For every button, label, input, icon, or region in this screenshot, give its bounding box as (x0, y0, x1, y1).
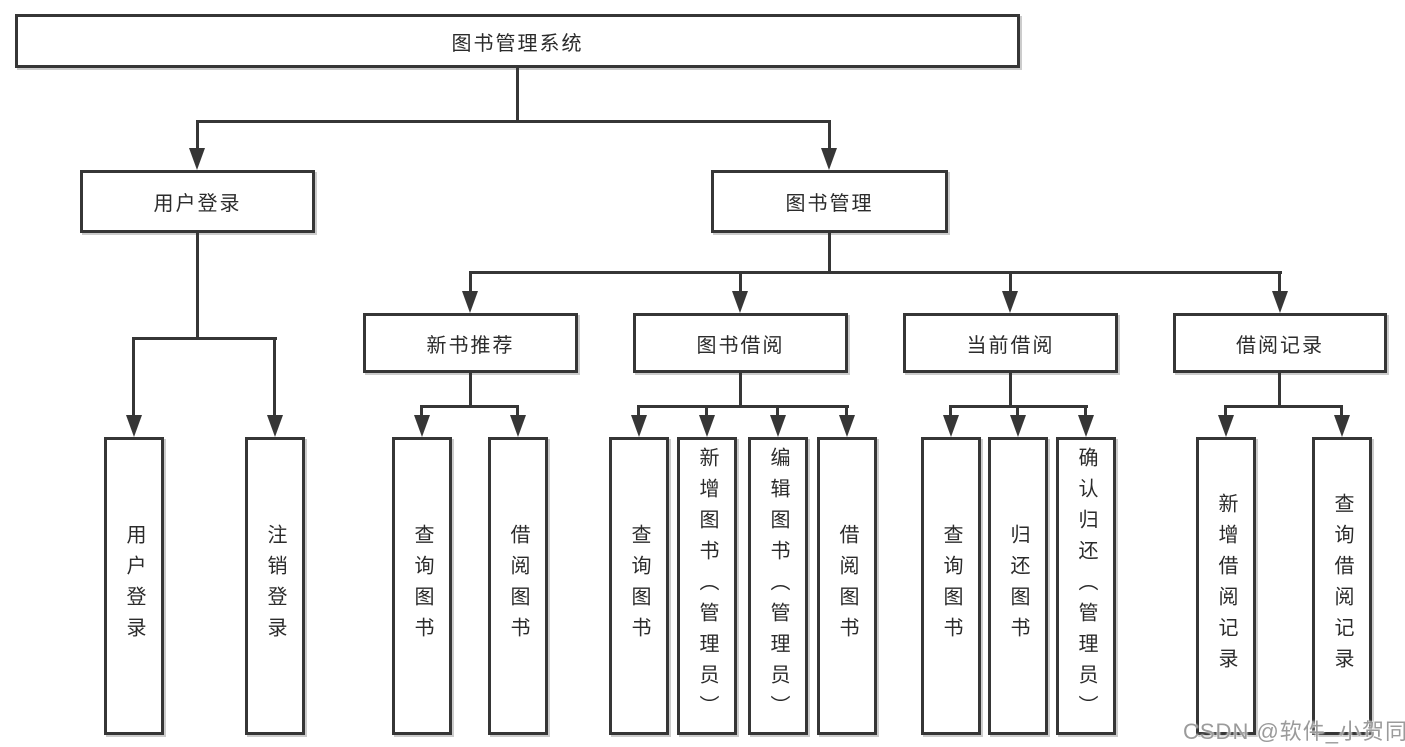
leaf-edit-books-admin: 编辑图书（管理员） (748, 437, 808, 735)
connector-line (739, 373, 742, 405)
leaf-label: 用户登录 (123, 524, 145, 648)
connector-line (949, 405, 952, 415)
connector-line (132, 337, 135, 415)
arrowhead-down-icon (510, 415, 526, 437)
leaf-query-books-current: 查询图书 (921, 437, 981, 735)
leaf-add-borrow-record: 新增借阅记录 (1196, 437, 1256, 735)
connector-line (1340, 405, 1343, 415)
node-user-login: 用户登录 (80, 170, 315, 233)
connector-line (469, 271, 1282, 274)
leaf-label: 新增图书（管理员） (696, 446, 718, 726)
leaf-logout: 注销登录 (245, 437, 305, 735)
leaf-return-books: 归还图书 (988, 437, 1048, 735)
node-root: 图书管理系统 (15, 14, 1020, 68)
connector-line (739, 271, 742, 291)
leaf-label: 确认归还（管理员） (1075, 446, 1097, 726)
connector-line (637, 405, 640, 415)
arrowhead-down-icon (267, 415, 283, 437)
leaf-confirm-return-admin: 确认归还（管理员） (1056, 437, 1116, 735)
arrowhead-down-icon (414, 415, 430, 437)
connector-line (469, 373, 472, 405)
leaf-label: 借阅图书 (507, 524, 529, 648)
connector-line (196, 233, 199, 337)
connector-line (1016, 405, 1019, 415)
node-new-book-recommend: 新书推荐 (363, 313, 578, 373)
leaf-user-login: 用户登录 (104, 437, 164, 735)
connector-line (516, 405, 519, 415)
connector-line (420, 405, 423, 415)
connector-line (1084, 405, 1087, 415)
leaf-label: 查询图书 (411, 524, 433, 648)
arrowhead-down-icon (631, 415, 647, 437)
arrowhead-down-icon (189, 148, 205, 170)
connector-line (1224, 405, 1343, 408)
csdn-watermark: CSDN @软件_小贺同学 (1183, 719, 1405, 744)
connector-line (776, 405, 779, 415)
arrowhead-down-icon (943, 415, 959, 437)
connector-line (196, 120, 831, 123)
arrowhead-down-icon (699, 415, 715, 437)
arrowhead-down-icon (1078, 415, 1094, 437)
node-borrowing-records: 借阅记录 (1173, 313, 1387, 373)
arrowhead-down-icon (462, 291, 478, 313)
leaf-label: 新增借阅记录 (1215, 493, 1237, 679)
connector-line (132, 337, 277, 340)
connector-line (828, 233, 831, 271)
leaf-query-borrow-record: 查询借阅记录 (1312, 437, 1372, 735)
arrowhead-down-icon (732, 291, 748, 313)
leaf-label: 查询图书 (628, 524, 650, 648)
node-book-borrowing: 图书借阅 (633, 313, 848, 373)
connector-line (637, 405, 849, 408)
leaf-label: 注销登录 (264, 524, 286, 648)
arrowhead-down-icon (770, 415, 786, 437)
connector-line (845, 405, 848, 415)
leaf-borrow-books: 借阅图书 (817, 437, 877, 735)
node-current-borrowing: 当前借阅 (903, 313, 1118, 373)
leaf-add-books-admin: 新增图书（管理员） (677, 437, 737, 735)
arrowhead-down-icon (839, 415, 855, 437)
node-book-management: 图书管理 (711, 170, 948, 233)
connector-line (1278, 271, 1281, 291)
connector-line (1278, 373, 1281, 405)
connector-line (828, 120, 831, 150)
arrowhead-down-icon (1010, 415, 1026, 437)
connector-line (273, 337, 276, 415)
leaf-label: 归还图书 (1007, 524, 1029, 648)
leaf-label: 借阅图书 (836, 524, 858, 648)
arrowhead-down-icon (126, 415, 142, 437)
connector-line (469, 271, 472, 291)
leaf-query-books-recommend: 查询图书 (392, 437, 452, 735)
leaf-borrow-books-recommend: 借阅图书 (488, 437, 548, 735)
connector-line (196, 120, 199, 150)
connector-line (1009, 373, 1012, 405)
arrowhead-down-icon (1002, 291, 1018, 313)
leaf-label: 查询借阅记录 (1331, 493, 1353, 679)
connector-line (1224, 405, 1227, 415)
connector-line (516, 68, 519, 120)
leaf-query-books-borrowing: 查询图书 (609, 437, 669, 735)
arrowhead-down-icon (821, 148, 837, 170)
arrowhead-down-icon (1218, 415, 1234, 437)
connector-line (1009, 271, 1012, 291)
connector-line (420, 405, 519, 408)
arrowhead-down-icon (1334, 415, 1350, 437)
connector-line (705, 405, 708, 415)
leaf-label: 查询图书 (940, 524, 962, 648)
leaf-label: 编辑图书（管理员） (767, 446, 789, 726)
arrowhead-down-icon (1272, 291, 1288, 313)
